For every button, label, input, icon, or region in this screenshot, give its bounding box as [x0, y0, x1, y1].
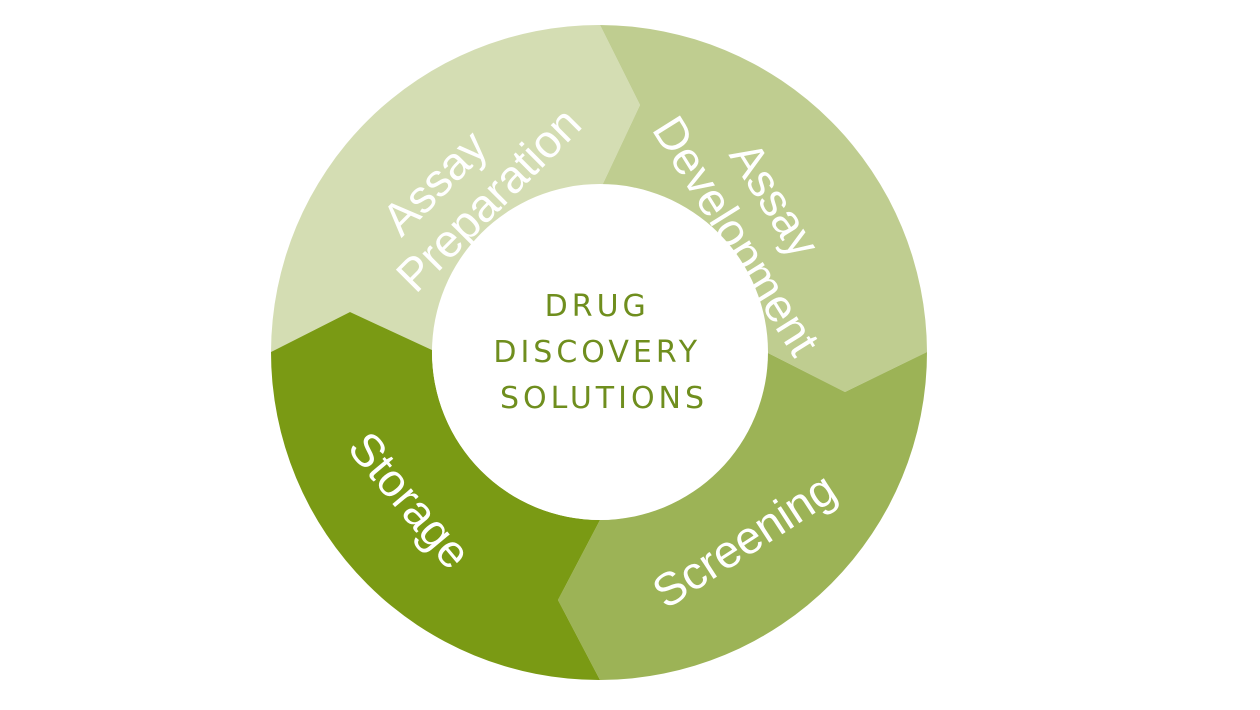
center-disc	[432, 184, 768, 520]
center-line-1: DRUG	[545, 289, 650, 324]
center-line-3: SOLUTIONS	[500, 381, 708, 416]
segment-storage	[271, 312, 600, 681]
center-title: DRUG DISCOVERY SOLUTIONS	[493, 289, 714, 416]
segment-assay-development	[600, 25, 927, 392]
center-line-2: DISCOVERY	[493, 335, 701, 370]
segment-assay-preparation	[271, 24, 640, 353]
segment-screening	[558, 352, 927, 680]
